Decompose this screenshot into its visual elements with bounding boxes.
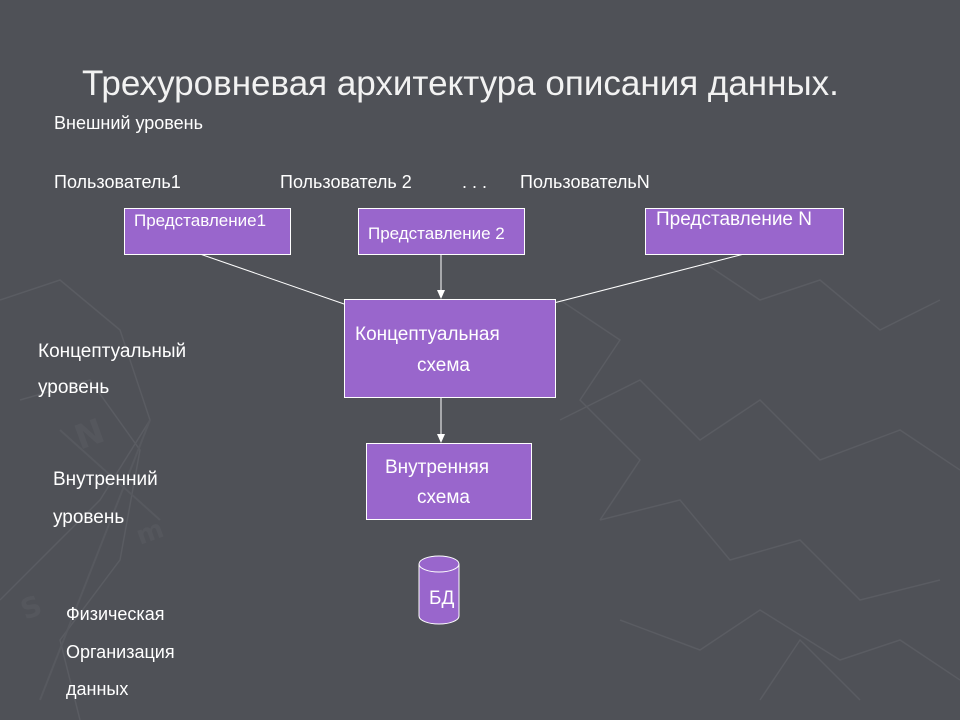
internal-schema-line1: Внутренняя xyxy=(385,457,490,478)
user-1-label: Пользователь1 xyxy=(54,172,181,192)
conceptual-schema-box xyxy=(344,299,556,398)
view-1-label: Представление1 xyxy=(134,211,267,230)
view-2-label: Представление 2 xyxy=(368,224,505,243)
conceptual-level-line1: Концептуальный xyxy=(38,341,187,362)
view-n-box xyxy=(645,208,844,255)
physical-org-line3: данных xyxy=(66,679,129,699)
conceptual-schema-line1: Концептуальная xyxy=(355,324,500,345)
svg-text:S: S xyxy=(16,589,46,627)
physical-org-line2: Организация xyxy=(66,642,175,662)
view-1-box xyxy=(124,208,291,255)
database-label: БД xyxy=(429,588,455,609)
conceptual-schema-line2: схема xyxy=(417,355,470,376)
internal-schema-box xyxy=(366,443,532,520)
view-n-label: Представление N xyxy=(656,209,812,230)
internal-level-line2: уровень xyxy=(53,507,125,528)
svg-text:N: N xyxy=(69,411,109,458)
users-ellipsis: . . . xyxy=(462,172,488,192)
internal-schema-line2: схема xyxy=(417,487,470,508)
physical-org-line1: Физическая xyxy=(66,604,165,624)
slide-title: Трехуровневая архитектура описания данны… xyxy=(82,64,839,103)
database-cylinder-icon xyxy=(418,555,460,625)
user-2-label: Пользователь 2 xyxy=(280,172,412,192)
conceptual-level-line2: уровень xyxy=(38,377,110,398)
user-n-label: ПользовательN xyxy=(520,172,650,192)
view-2-box xyxy=(358,208,525,255)
internal-level-line1: Внутренний xyxy=(53,469,158,490)
svg-text:m: m xyxy=(132,514,168,551)
external-level-label: Внешний уровень xyxy=(54,113,203,133)
